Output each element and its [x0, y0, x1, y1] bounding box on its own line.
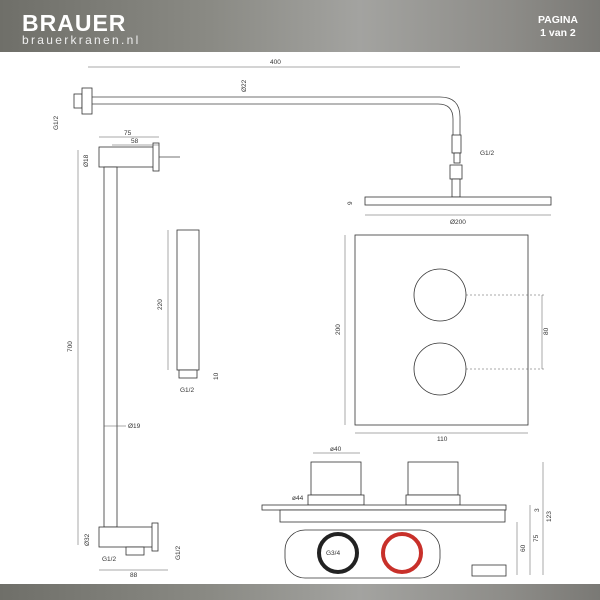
website: brauerkranen.nl	[22, 33, 141, 47]
dim-plate-width: 110	[437, 436, 448, 443]
dim-bar-bottom-dia: Ø32	[84, 533, 91, 546]
dim-body-60: 60	[520, 544, 527, 552]
dim-hand-length: 220	[157, 299, 164, 310]
dim-bar-outlet: G1/2	[175, 546, 182, 560]
shower-head: Ø200 9	[347, 196, 552, 226]
dim-bar-length: 700	[67, 341, 74, 352]
header-band: BRAUER brauerkranen.nl PAGINA 1 van 2	[0, 0, 600, 52]
dim-knob-dia: ø40	[330, 446, 342, 453]
shower-arm: 400 Ø22 G1/2 G1/2	[53, 59, 494, 198]
dim-hand-thread: G1/2	[180, 387, 194, 394]
dim-head-diameter: Ø200	[450, 219, 466, 226]
dim-body-75: 75	[533, 534, 540, 542]
dim-arm-diameter: Ø22	[241, 79, 248, 92]
slide-bar: 75 58 Ø18 700 Ø19 Ø32 G1/2 G1/2 88	[67, 130, 182, 579]
dim-connection: G3/4	[326, 550, 340, 557]
dim-head-height: 9	[347, 201, 354, 205]
thermostat-plate: 80 200 110	[335, 234, 550, 443]
dim-bar-88: 88	[130, 572, 138, 579]
built-in-body: G3/4 ø40 ø44 3 60 75 123	[261, 446, 553, 579]
dim-arm-outlet: G1/2	[480, 150, 494, 157]
dim-bar-dia: Ø19	[128, 423, 141, 430]
dim-bar-58: 58	[131, 138, 139, 145]
hand-shower: 220 10 G1/2	[157, 229, 220, 394]
dim-plate-height: 200	[335, 324, 342, 335]
dim-knob-spacing: 80	[543, 327, 550, 335]
dim-bar-top-dia: Ø18	[83, 154, 90, 167]
page-indicator: PAGINA 1 van 2	[538, 14, 578, 40]
dim-bar-75: 75	[124, 130, 132, 137]
footer-band	[0, 584, 600, 600]
page-number: 1 van 2	[540, 27, 576, 39]
dim-body-3: 3	[534, 508, 541, 512]
dim-base-dia: ø44	[292, 495, 304, 502]
brand-logo: BRAUER	[22, 10, 127, 36]
page-label: PAGINA	[537, 14, 578, 26]
dim-arm-length: 400	[270, 59, 281, 66]
dim-arm-thread: G1/2	[53, 116, 60, 130]
dim-hand-10: 10	[213, 372, 220, 380]
dim-bar-inlet: G1/2	[102, 556, 116, 563]
dim-body-123: 123	[546, 511, 553, 522]
